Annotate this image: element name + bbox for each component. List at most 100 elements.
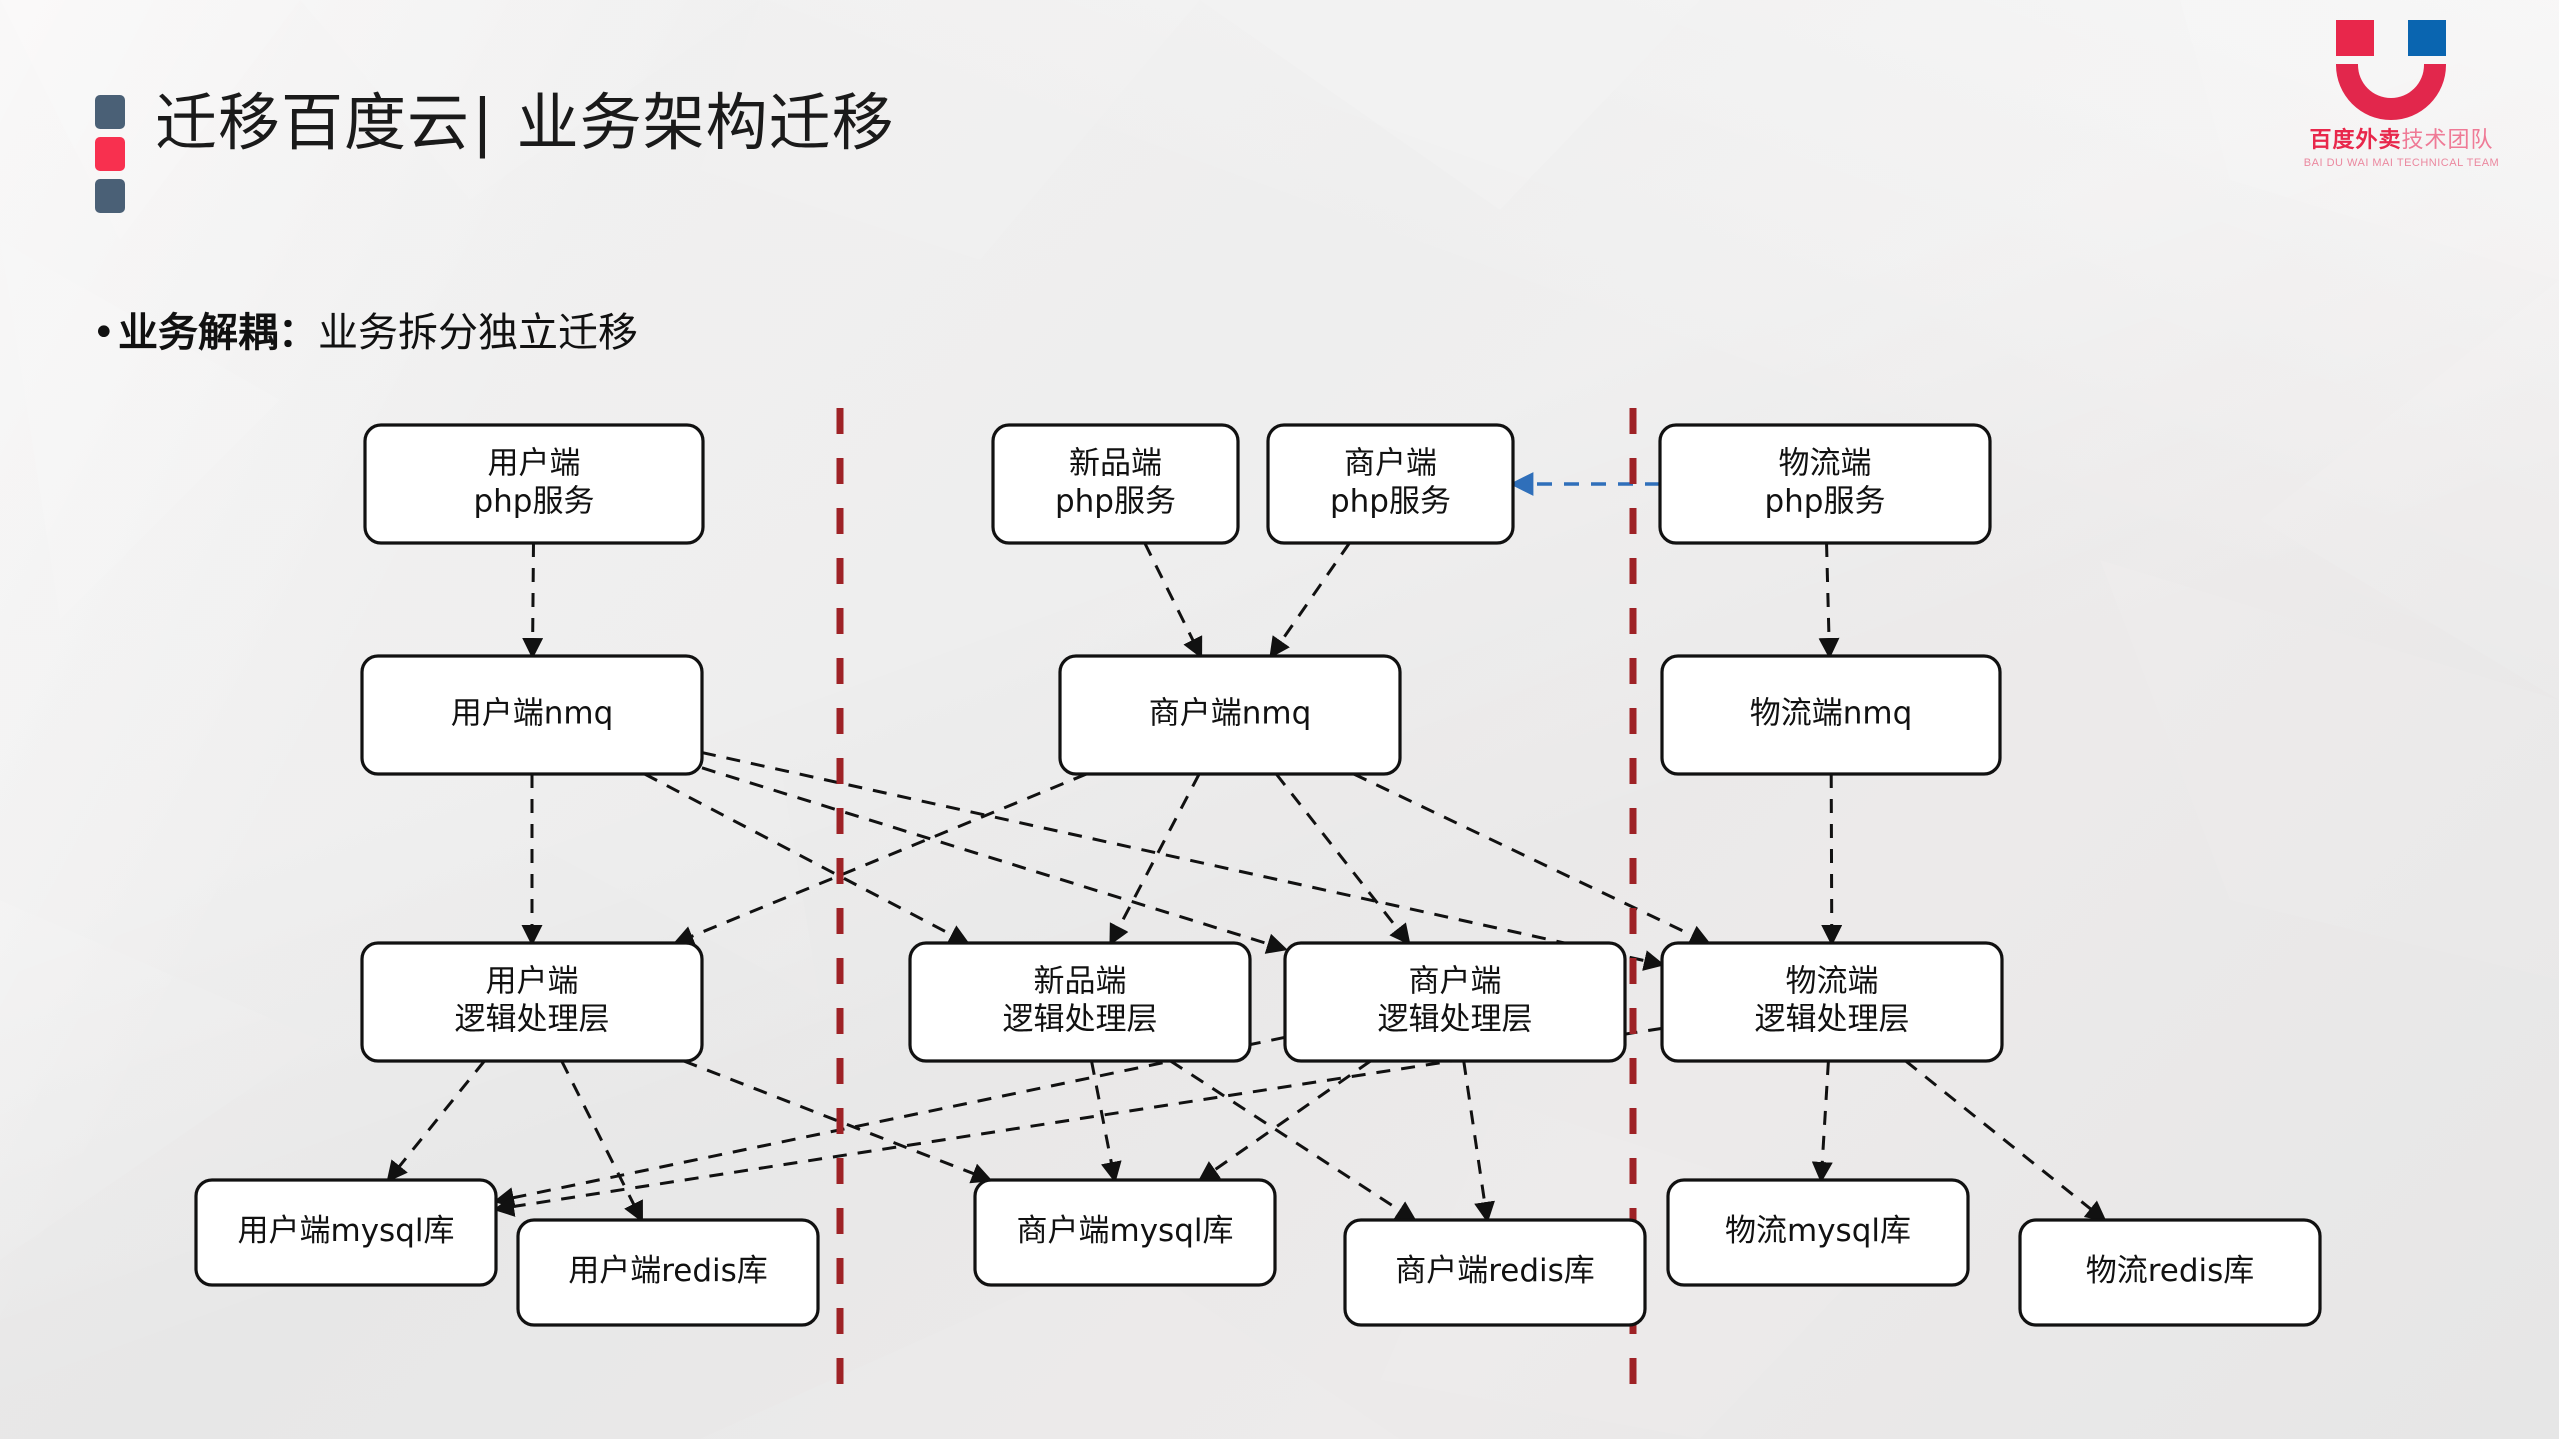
node-box-logistics-nmq [1660,654,2002,776]
page-title-main: 迁移百度云 [155,86,471,159]
edge-merchant-nmq-to-newprod-logic [1109,773,1201,946]
logo-u-shape [2335,64,2446,120]
logo-square-red [2335,20,2374,56]
bullet-line: •业务解耦：业务拆分独立迁移 [92,300,638,358]
node-label-merchant-nmq-0: 商户端nmq [1149,696,1312,732]
node-user-mysql[interactable]: 用户端mysql库 [194,1178,498,1287]
node-label-merchant-php-1: php服务 [1330,484,1451,520]
edge-user-php-to-user-nmq [522,542,544,659]
node-label-user-php-0: 用户端 [488,446,581,482]
node-label-newprod-php-0: 新品端 [1069,446,1162,482]
node-box-merchant-logic [1283,941,1627,1063]
node-box-user-php [363,423,705,545]
logo-cn-bold: 百度外卖 [2309,128,2402,153]
node-label-merchant-logic-1: 逻辑处理层 [1378,1002,1533,1038]
edge-logistics-nmq-to-logistics-logic [1821,773,1843,946]
edge-user-nmq-to-logistics-logic [701,751,1665,971]
node-box-user-nmq [360,654,704,776]
edge-logistics-logic-to-user-mysql [493,1026,1663,1217]
bullet-strong-text: 业务解耦： [118,310,318,356]
edge-merchant-logic-to-merchant-redis [1462,1060,1495,1223]
node-logistics-redis[interactable]: 物流redis库 [2018,1218,2322,1327]
node-box-user-logic [360,941,704,1063]
edge-user-logic-to-user-mysql [386,1060,486,1183]
node-label-logistics-nmq-0: 物流端nmq [1750,696,1913,732]
node-box-user-mysql [194,1178,498,1287]
title-mark-bottom [95,179,125,213]
node-box-newprod-logic [908,941,1252,1063]
node-merchant-redis[interactable]: 商户端redis库 [1343,1218,1647,1327]
node-label-user-redis-0: 用户端redis库 [568,1253,768,1289]
node-label-user-php-1: php服务 [473,484,594,520]
node-merchant-mysql[interactable]: 商户端mysql库 [973,1178,1277,1287]
node-label-merchant-php-0: 商户端 [1344,446,1437,482]
page-title-sub: 业务架构迁移 [516,86,895,159]
node-label-user-nmq-0: 用户端nmq [451,696,614,732]
node-label-merchant-logic-0: 商户端 [1409,964,1502,1000]
edge-logistics-php-to-logistics-nmq [1818,542,1840,659]
edge-newprod-logic-to-merchant-mysql [1090,1060,1122,1183]
node-label-user-mysql-0: 用户端mysql库 [238,1213,455,1249]
edge-merchant-nmq-to-merchant-logic [1275,773,1411,946]
edge-merchant-php-to-merchant-nmq [1269,542,1351,659]
edge-user-logic-to-merchant-mysql [683,1059,993,1184]
edge-merchant-logic-to-user-mysql [493,1035,1286,1208]
logo-square-blue [2407,20,2446,56]
edge-logistics-logic-to-logistics-mysql [1811,1060,1833,1183]
node-label-logistics-logic-0: 物流端 [1786,964,1879,1000]
node-label-logistics-php-1: php服务 [1764,484,1885,520]
title-marks [95,95,125,221]
node-user-nmq[interactable]: 用户端nmq [360,654,704,776]
u-magnet-icon [2312,20,2492,120]
node-label-logistics-redis-0: 物流redis库 [2086,1253,2255,1289]
bullet-rest-text: 业务拆分独立迁移 [318,310,638,356]
node-label-merchant-redis-0: 商户端redis库 [1395,1253,1595,1289]
edge-user-logic-to-user-redis [560,1060,643,1223]
slide-header: 迁移百度云| 业务架构迁移 百度外卖技术团队 BAI DU WAI MAI TE… [0,0,2559,213]
node-logistics-mysql[interactable]: 物流mysql库 [1666,1178,1970,1287]
node-label-newprod-logic-0: 新品端 [1034,964,1127,1000]
node-box-logistics-php [1658,423,1992,545]
node-merchant-nmq[interactable]: 商户端nmq [1058,654,1402,776]
node-label-user-logic-0: 用户端 [486,964,579,1000]
title-mark-middle [95,137,125,171]
edge-layer [386,472,2107,1223]
node-logistics-nmq[interactable]: 物流端nmq [1660,654,2002,776]
node-label-logistics-logic-1: 逻辑处理层 [1755,1002,1910,1038]
node-label-logistics-mysql-0: 物流mysql库 [1725,1213,1911,1249]
title-mark-top [95,95,125,129]
edge-merchant-logic-to-merchant-mysql [1197,1059,1372,1182]
node-box-newprod-php [991,423,1240,545]
node-user-redis[interactable]: 用户端redis库 [516,1218,820,1327]
node-box-logistics-redis [2018,1218,2322,1327]
node-label-user-logic-1: 逻辑处理层 [455,1002,610,1038]
node-box-logistics-mysql [1666,1178,1970,1287]
node-box-merchant-redis [1343,1218,1647,1327]
page-title: 迁移百度云| 业务架构迁移 [155,72,895,162]
node-box-merchant-php [1266,423,1515,545]
edge-user-nmq-to-merchant-logic [701,766,1288,954]
edge-merchant-nmq-to-user-logic [672,772,1088,946]
logo-cn-light: 技术团队 [2401,128,2494,153]
node-label-newprod-php-1: php服务 [1055,484,1176,520]
node-box-logistics-logic [1660,941,2004,1063]
edge-logistics-logic-to-logistics-redis [1904,1059,2107,1222]
edge-merchant-nmq-to-logistics-logic [1353,772,1711,945]
edge-newprod-php-to-merchant-nmq [1143,542,1203,659]
node-box-merchant-mysql [973,1178,1277,1287]
bullet-marker: • [92,310,116,356]
node-box-user-redis [516,1218,820,1327]
logo-english-text: BAI DU WAI MAI TECHNICAL TEAM [2303,157,2500,169]
